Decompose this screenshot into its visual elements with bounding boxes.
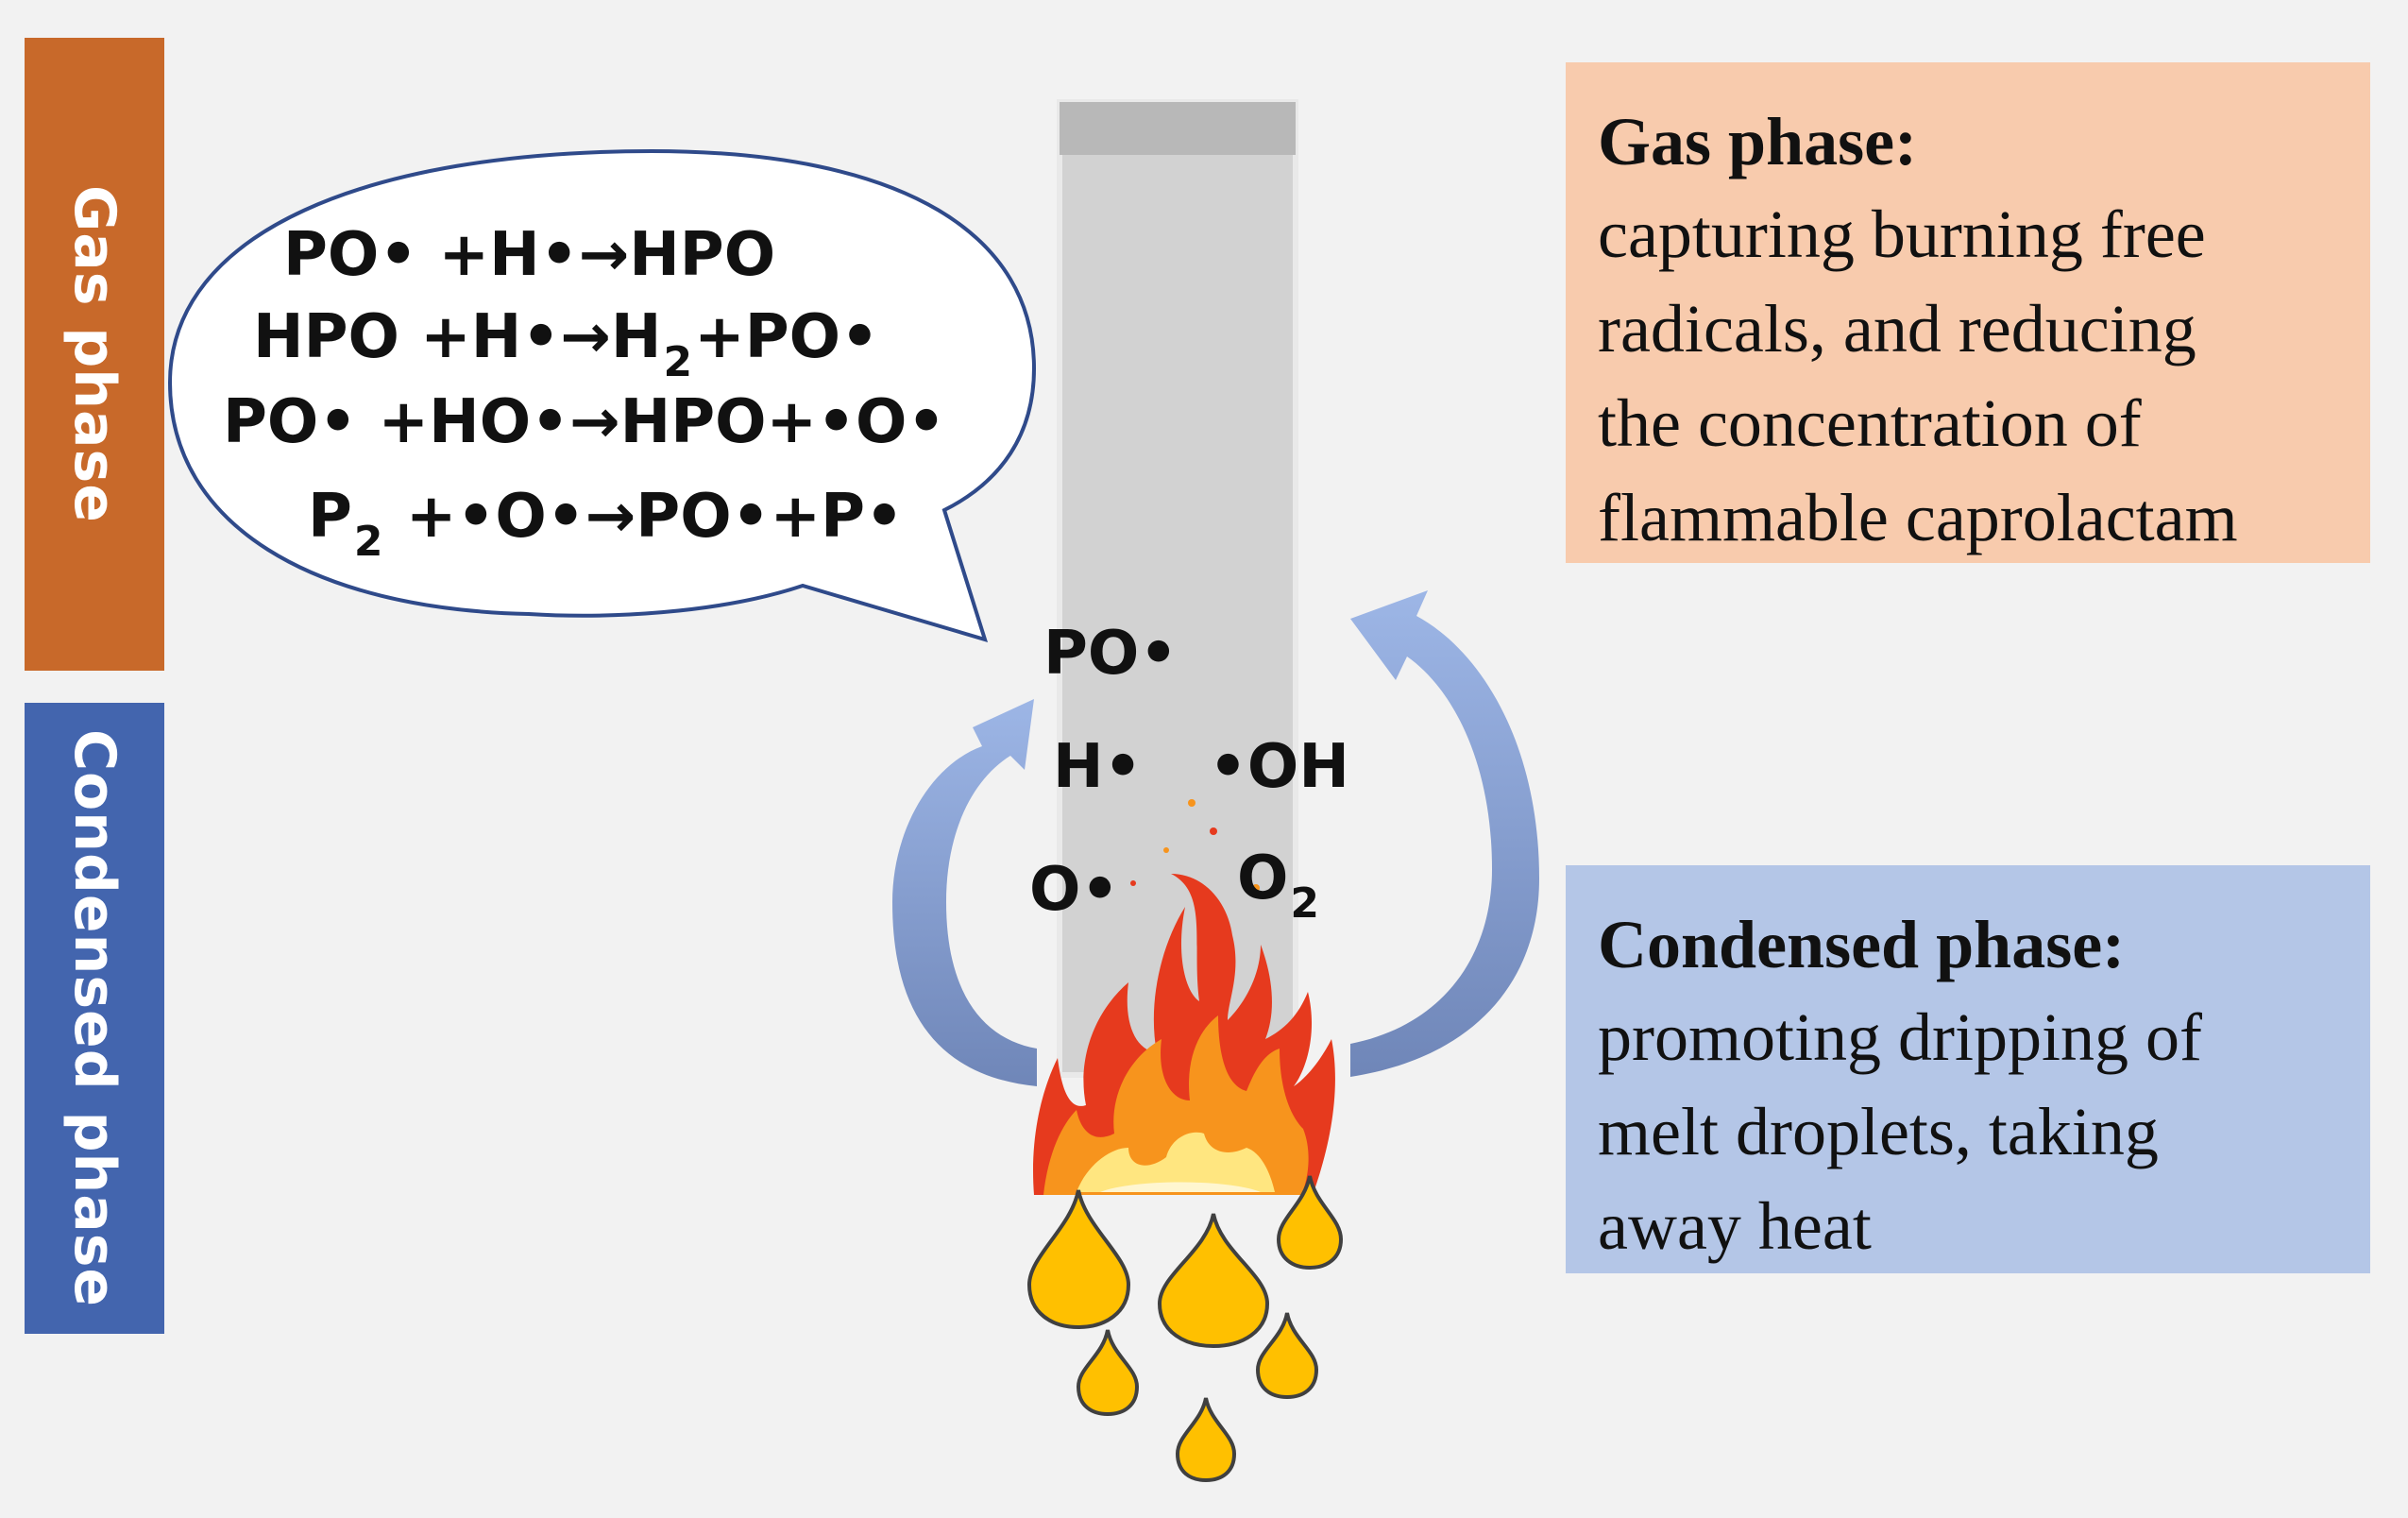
droplet-icon: [1255, 1312, 1319, 1400]
melt-droplets: [1026, 1175, 1344, 1483]
species-oh: •OH: [1209, 732, 1349, 802]
condensed-phase-info-box: Condensed phase: promoting dripping of m…: [1566, 865, 2370, 1273]
condensed-phase-line: promoting dripping of: [1598, 999, 2202, 1075]
species-po: PO•: [1043, 619, 1179, 689]
droplet-icon: [1276, 1175, 1344, 1271]
species-o: O•: [1029, 855, 1120, 925]
gas-phase-bar-label: Gas phase: [61, 185, 127, 523]
gas-phase-line: flammable caprolactam: [1598, 480, 2238, 555]
equation-1: PO• +H•→HPO: [283, 220, 776, 290]
gas-phase-title: Gas phase:: [1598, 104, 1918, 179]
gas-phase-bar: Gas phase: [25, 38, 164, 671]
condensed-phase-title: Condensed phase:: [1598, 907, 2126, 982]
gas-phase-info-box: Gas phase: capturing burning free radica…: [1566, 62, 2370, 563]
equation-2: HPO +H•→H2+PO•: [253, 302, 879, 386]
right-curved-arrow: [1350, 590, 1539, 1077]
gas-phase-line: radicals, and reducing: [1598, 291, 2196, 367]
species-h: H•: [1053, 732, 1143, 802]
droplet-icon: [1157, 1213, 1270, 1349]
left-curved-arrow: [892, 699, 1037, 1086]
condensed-phase-line: away heat: [1598, 1188, 1872, 1264]
speech-bubble: [167, 148, 1037, 642]
sample-column: [1057, 99, 1298, 1078]
condensed-phase-line: melt droplets, taking: [1598, 1094, 2159, 1169]
gas-phase-line: capturing burning free: [1598, 196, 2206, 272]
condensed-phase-bar: Condensed phase: [25, 703, 164, 1334]
droplet-icon: [1175, 1397, 1237, 1483]
droplet-icon: [1076, 1329, 1140, 1417]
equation-4: P2 +•O•→PO•+P•: [308, 482, 904, 566]
flame-icon: [1033, 799, 1335, 1195]
condensed-phase-bar-label: Condensed phase: [61, 728, 127, 1308]
species-o2: O2: [1237, 844, 1320, 928]
equation-3: PO• +HO•→HPO+•O•: [223, 387, 946, 457]
gas-phase-line: the concentration of: [1598, 385, 2142, 461]
droplet-icon: [1026, 1189, 1131, 1330]
